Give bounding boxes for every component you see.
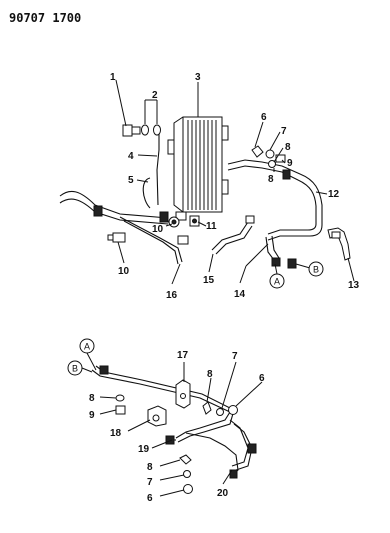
svg-text:A: A [84, 342, 90, 352]
callout-1: 1 [110, 72, 116, 83]
callout-7-upper: 7 [281, 126, 287, 137]
callout-16: 16 [166, 290, 178, 301]
pipe-clamp [147, 405, 167, 427]
lower-assembly: A B [67, 338, 265, 504]
callout-11: 11 [206, 221, 217, 232]
callout-2: 2 [152, 90, 158, 101]
ref-a-upper: A [269, 273, 285, 289]
callout-17: 17 [177, 350, 189, 361]
callout-3: 3 [195, 72, 201, 83]
oil-pipe-lower [91, 365, 257, 479]
callout-6-upper: 6 [261, 112, 267, 123]
pipe-bracket [175, 379, 191, 409]
ref-a-lower: A [79, 338, 95, 354]
callout-18: 18 [110, 428, 122, 439]
union-fitting-core [168, 216, 180, 228]
oil-cooler-core [167, 116, 229, 221]
leader-lines-upper [115, 79, 355, 285]
mounting-bolt [122, 124, 141, 137]
union-fitting-lower [107, 232, 126, 243]
callout-4: 4 [128, 151, 134, 162]
support-rod [156, 134, 160, 206]
callout-9-lower: 9 [89, 410, 95, 421]
svg-text:A: A [274, 277, 280, 287]
callout-20: 20 [217, 488, 229, 499]
ref-b-lower: B [67, 360, 83, 376]
callout-8-lower-left: 8 [89, 393, 95, 404]
callout-5: 5 [128, 175, 134, 186]
hardware-set-lower-bottom [179, 454, 193, 494]
callout-7-lower-bottom: 7 [147, 477, 153, 488]
oil-pipe-right [211, 159, 323, 269]
svg-text:B: B [313, 265, 319, 275]
hardware-set-lower-right [202, 401, 238, 416]
callout-8-lower-right: 8 [207, 369, 213, 380]
svg-text:B: B [72, 364, 78, 374]
upper-assembly: 1 2 3 4 5 6 7 8 9 8 10 11 12 10 15 14 13… [59, 72, 360, 301]
oil-hose [142, 177, 151, 209]
washer-pair [141, 124, 161, 136]
callout-6-lower-bottom: 6 [147, 493, 153, 504]
ref-b-upper: B [308, 261, 324, 277]
callout-8-upper-left: 8 [268, 174, 274, 185]
clamp-small [177, 235, 189, 245]
callout-6-lower-right: 6 [259, 373, 265, 384]
document-id: 90707 1700 [9, 11, 81, 25]
hardware-set-lower-left [115, 394, 126, 415]
callout-7-lower-right: 7 [232, 351, 238, 362]
callout-10-core: 10 [152, 224, 164, 235]
callout-15: 15 [203, 275, 215, 286]
callout-8-upper-right: 8 [285, 142, 291, 153]
mounting-bracket [327, 227, 351, 261]
leader-lines-lower [99, 361, 263, 497]
callout-13: 13 [348, 280, 360, 291]
hardware-set-upper [251, 145, 286, 168]
callout-14: 14 [234, 289, 246, 300]
callout-19: 19 [138, 444, 150, 455]
oil-pipe-left [59, 190, 183, 265]
callout-8-lower-bottom: 8 [147, 462, 153, 473]
eye-bolt [189, 215, 200, 227]
callout-10-lower: 10 [118, 266, 130, 277]
callout-9-upper: 9 [287, 158, 293, 169]
callout-12: 12 [328, 189, 340, 200]
